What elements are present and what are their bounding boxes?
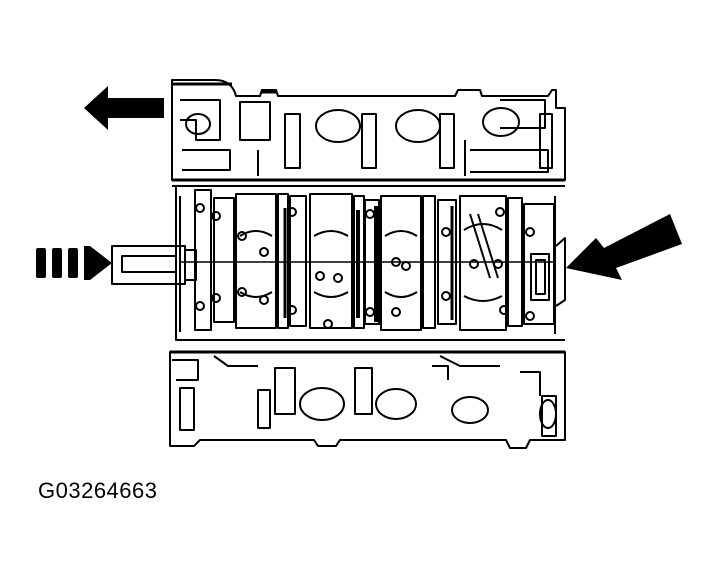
direction-arrow-left [84, 86, 164, 130]
lower-case-half [169, 350, 566, 449]
upper-case-half [171, 79, 566, 187]
upper-bores [185, 107, 520, 143]
lower-bores [299, 387, 557, 429]
crankshaft-snout [111, 245, 197, 285]
inspection-arrow-diagonal [566, 214, 682, 280]
figure-id-label: G03264663 [38, 478, 158, 503]
push-arrow-right [36, 246, 112, 280]
bearing-cap-bolts [195, 203, 535, 329]
